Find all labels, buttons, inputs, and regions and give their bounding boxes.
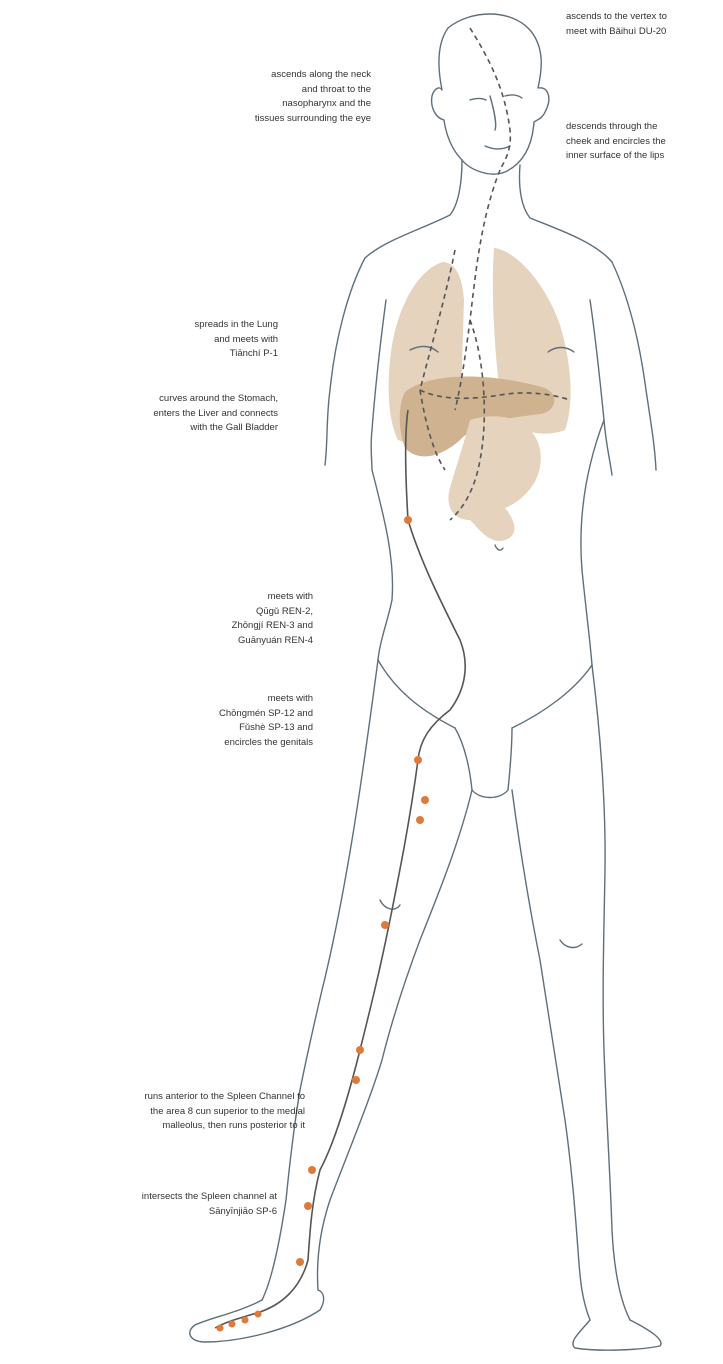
annotation-vertex: ascends to the vertex to meet with Bǎihu… <box>566 10 667 39</box>
annotation-spleen-channel: runs anterior to the Spleen Channel to t… <box>144 1090 305 1134</box>
annotation-neck: ascends along the neck and throat to the… <box>255 68 371 127</box>
annotation-stomach: curves around the Stomach, enters the Li… <box>153 392 278 436</box>
point-thigh <box>381 921 389 929</box>
annotation-sp6: intersects the Spleen channel at Sānyīnj… <box>142 1190 277 1219</box>
point-foot-1 <box>255 1311 262 1318</box>
point-ren <box>404 516 412 524</box>
point-knee-1 <box>356 1046 364 1054</box>
annotation-cheek: descends through the cheek and encircles… <box>566 120 666 164</box>
point-genital-2 <box>421 796 429 804</box>
point-ankle <box>296 1258 304 1266</box>
point-genital-3 <box>416 816 424 824</box>
point-foot-3 <box>229 1321 236 1328</box>
body-outline <box>190 14 661 1350</box>
point-shin-2 <box>304 1202 312 1210</box>
point-foot-4 <box>217 1325 224 1332</box>
point-genital-1 <box>414 756 422 764</box>
point-foot-2 <box>242 1317 249 1324</box>
annotation-ren: meets with Qūgǔ REN-2, Zhōngjí REN-3 and… <box>232 590 313 649</box>
point-shin-1 <box>308 1166 316 1174</box>
annotation-lung: spreads in the Lung and meets with Tiānc… <box>195 318 278 362</box>
point-knee-2 <box>352 1076 360 1084</box>
organs <box>389 248 571 541</box>
annotation-genitals: meets with Chōngmén SP-12 and Fǔshè SP-1… <box>219 692 313 751</box>
